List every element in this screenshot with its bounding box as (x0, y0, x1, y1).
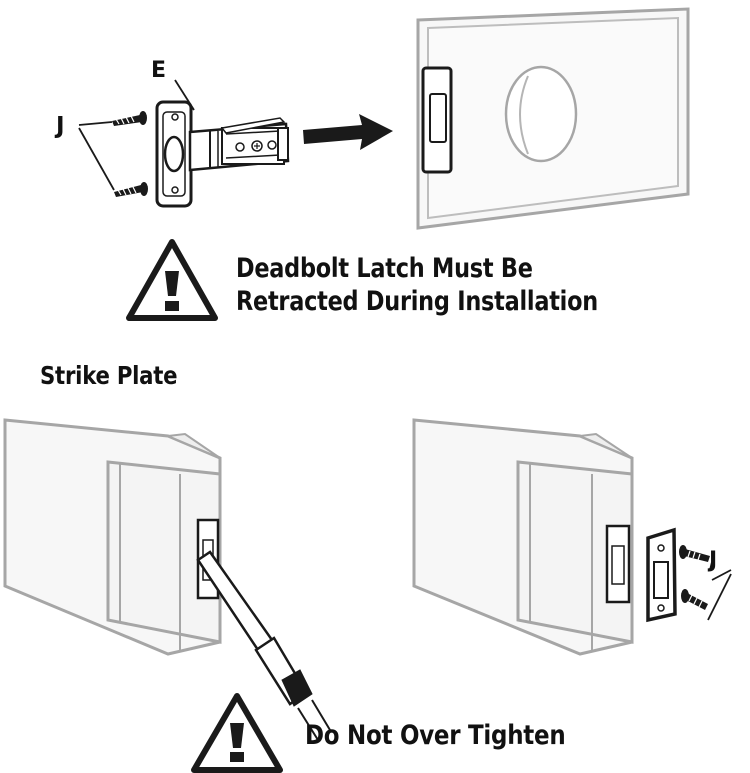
door-edge-top (416, 7, 690, 230)
bore-hole (504, 65, 578, 163)
insert-arrow (303, 114, 393, 150)
part-label-j-bottom: J (709, 548, 718, 573)
screw-bottom-1 (679, 545, 710, 562)
leader-lines-bottom (707, 561, 732, 621)
latch-warning-line-2: Retracted During Installation (236, 286, 598, 317)
warning-triangle-icon-2 (191, 693, 283, 773)
strike-cutout-right (605, 524, 631, 604)
part-label-j-top: J (56, 113, 65, 139)
door-frame-left (3, 418, 222, 656)
screw-top-1 (112, 111, 147, 126)
part-label-e: E (151, 58, 167, 83)
latch-warning-line-1: Deadbolt Latch Must Be (236, 253, 533, 284)
warning-triangle-icon (126, 239, 218, 321)
latch-warning-text: Deadbolt Latch Must Be Retracted During … (236, 252, 598, 318)
leader-lines-top (78, 79, 195, 191)
screw-top-2 (114, 182, 148, 197)
tighten-warning-text: Do Not Over Tighten (305, 720, 566, 751)
deadbolt-latch (155, 100, 290, 208)
door-frame-right (412, 418, 634, 656)
strike-plate (646, 527, 677, 623)
screw-bottom-2 (681, 589, 708, 610)
screwdriver (196, 550, 331, 741)
section-title-strike-plate: Strike Plate (40, 361, 178, 390)
